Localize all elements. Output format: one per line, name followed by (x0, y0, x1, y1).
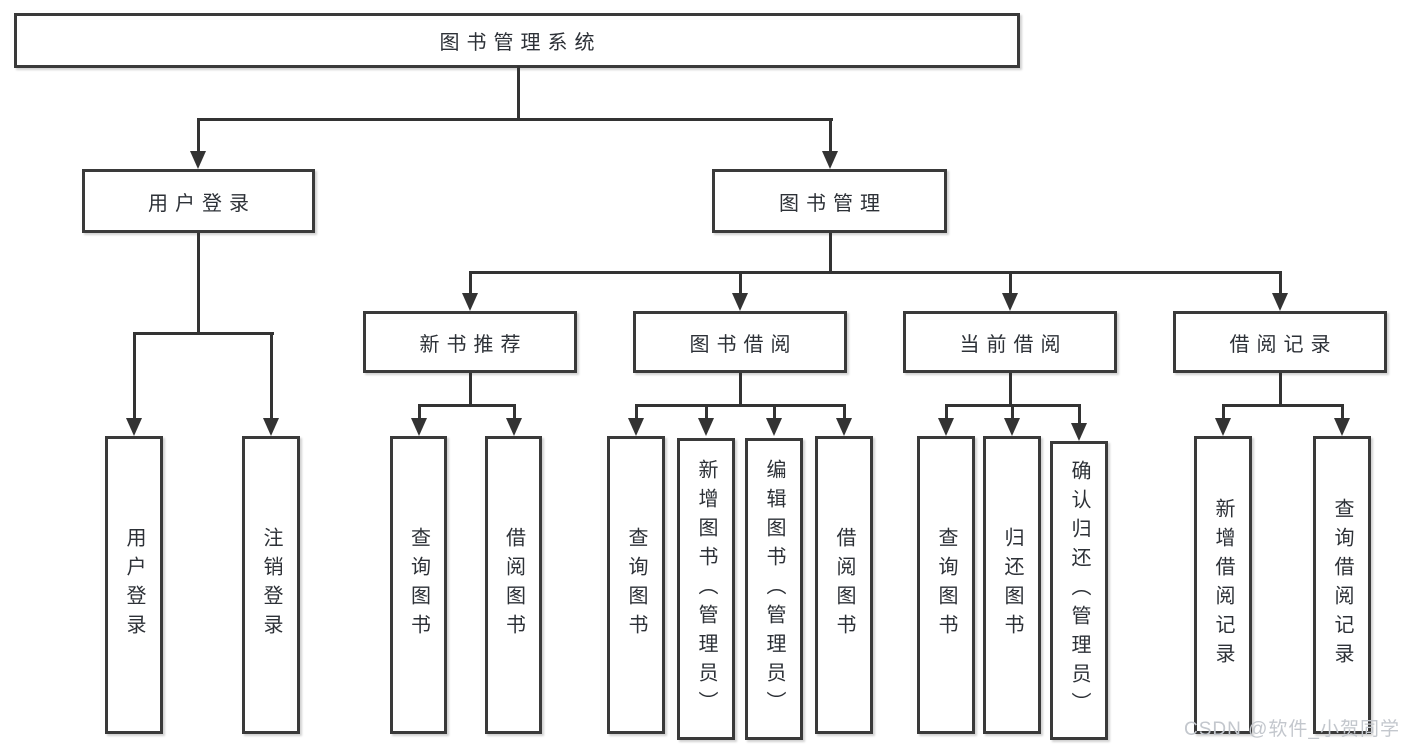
connector-arrowhead (263, 418, 279, 436)
leaf-node-borrow-books-recommend: 借阅图书 (485, 436, 542, 734)
connector-arrowhead (1002, 293, 1018, 311)
connector-borrow-records-stem (1279, 373, 1282, 406)
connector-drop-leaf (1222, 404, 1225, 420)
connector-book-borrow-bus (635, 404, 846, 407)
node-new-book-recommend: 新书推荐 (363, 311, 577, 373)
connector-drop-leaf (1341, 404, 1344, 420)
connector-book-management-stem (829, 233, 832, 273)
node-user-login: 用户登录 (82, 169, 315, 233)
connector-drop-leaf (1011, 404, 1014, 420)
connector-book-management-bus (469, 271, 1282, 274)
leaf-node-add-books-admin: 新增图书（管理员） (677, 438, 735, 740)
node-label: 图书管理系统 (439, 32, 602, 54)
connector-drop-leaf (270, 332, 273, 420)
connector-arrowhead (462, 293, 478, 311)
leaf-node-edit-books-admin: 编辑图书（管理员） (745, 438, 803, 740)
leaf-label: 归还图书 (1001, 527, 1023, 643)
leaf-label: 确认归还（管理员） (1068, 460, 1090, 721)
connector-drop-leaf (513, 404, 516, 420)
connector-borrow-records-bus (1222, 404, 1344, 407)
connector-user-login-stem (197, 233, 200, 334)
leaf-label: 查询图书 (935, 527, 957, 643)
connector-drop-book-borrow (739, 271, 742, 295)
connector-arrowhead (938, 418, 954, 436)
connector-drop-book-management (829, 118, 832, 154)
leaf-label: 注销登录 (260, 527, 282, 643)
node-label: 图书借阅 (689, 333, 798, 356)
node-library-management-system: 图书管理系统 (14, 13, 1020, 68)
connector-root-stem (517, 66, 520, 120)
leaf-node-return-books: 归还图书 (983, 436, 1041, 734)
connector-arrowhead (698, 418, 714, 436)
connector-arrowhead (766, 418, 782, 436)
connector-arrowhead (822, 151, 838, 169)
watermark: CSDN @软件_小贺同学 (1184, 719, 1400, 740)
node-label: 当前借阅 (959, 333, 1068, 356)
connector-arrowhead (1004, 418, 1020, 436)
connector-drop-leaf (133, 332, 136, 420)
connector-root-bus (197, 118, 833, 121)
connector-drop-leaf (635, 404, 638, 420)
node-label: 用户登录 (148, 192, 256, 215)
connector-drop-leaf (705, 404, 708, 420)
connector-current-borrow-stem (1009, 373, 1012, 406)
node-label: 借阅记录 (1229, 333, 1338, 356)
connector-arrowhead (1071, 423, 1087, 441)
connector-arrowhead (836, 418, 852, 436)
connector-drop-leaf (843, 404, 846, 420)
connector-arrowhead (628, 418, 644, 436)
connector-arrowhead (1272, 293, 1288, 311)
leaf-node-logout: 注销登录 (242, 436, 300, 734)
connector-drop-current-borrow (1009, 271, 1012, 295)
leaf-label: 借阅图书 (833, 527, 855, 643)
leaf-label: 新增借阅记录 (1212, 498, 1234, 672)
connector-drop-leaf (418, 404, 421, 420)
leaf-label: 查询图书 (407, 527, 430, 643)
connector-drop-new-book (469, 271, 472, 295)
leaf-label: 用户登录 (123, 527, 145, 643)
leaf-node-query-borrow-record: 查询借阅记录 (1313, 436, 1371, 734)
leaf-node-query-books-recommend: 查询图书 (390, 436, 447, 734)
connector-new-book-stem (469, 373, 472, 406)
node-book-borrow: 图书借阅 (633, 311, 847, 373)
leaf-node-confirm-return-admin: 确认归还（管理员） (1050, 441, 1108, 740)
leaf-node-query-books-current: 查询图书 (917, 436, 975, 734)
connector-arrowhead (732, 293, 748, 311)
leaf-node-add-borrow-record: 新增借阅记录 (1194, 436, 1252, 734)
connector-new-book-bus (418, 404, 516, 407)
leaf-label: 新增图书（管理员） (695, 458, 717, 720)
connector-drop-leaf (773, 404, 776, 420)
connector-drop-user-login (197, 118, 200, 154)
node-borrow-records: 借阅记录 (1173, 311, 1387, 373)
leaf-node-borrow-books: 借阅图书 (815, 436, 873, 734)
leaf-node-user-login: 用户登录 (105, 436, 163, 734)
leaf-label: 编辑图书（管理员） (763, 458, 785, 720)
connector-arrowhead (411, 418, 427, 436)
leaf-node-query-books-borrow: 查询图书 (607, 436, 665, 734)
node-current-borrow: 当前借阅 (903, 311, 1117, 373)
connector-arrowhead (506, 418, 522, 436)
connector-drop-leaf (945, 404, 948, 420)
node-book-management: 图书管理 (712, 169, 947, 233)
connector-drop-leaf (1078, 404, 1081, 425)
node-label: 图书管理 (779, 192, 887, 215)
leaf-label: 查询借阅记录 (1331, 498, 1353, 672)
connector-arrowhead (1215, 418, 1231, 436)
leaf-label: 借阅图书 (502, 527, 525, 643)
leaf-label: 查询图书 (625, 527, 647, 643)
connector-arrowhead (126, 418, 142, 436)
connector-arrowhead (1334, 418, 1350, 436)
connector-drop-borrow-records (1279, 271, 1282, 295)
connector-user-login-bus (133, 332, 274, 335)
connector-book-borrow-stem (739, 373, 742, 406)
connector-arrowhead (190, 151, 206, 169)
node-label: 新书推荐 (419, 333, 528, 356)
